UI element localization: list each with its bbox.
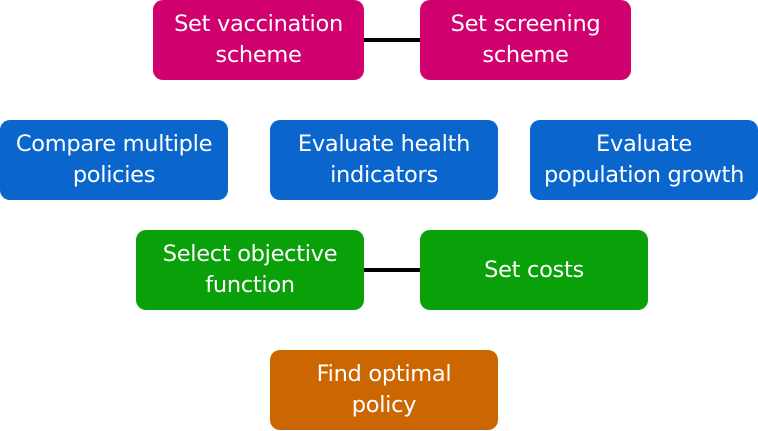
select-objective-function-line-1: Select objective xyxy=(162,241,338,267)
find-optimal-policy-line-1: Find optimal xyxy=(316,361,452,387)
find-optimal-policy-line-2: policy xyxy=(351,392,417,418)
compare-multiple-policies-line-2: policies xyxy=(72,162,156,188)
evaluate-population-growth-line-2: population growth xyxy=(543,162,745,188)
connector-vaccination-screening xyxy=(364,38,420,42)
set-costs-line-1: Set costs xyxy=(484,256,584,283)
compare-multiple-policies-line-1: Compare multiple xyxy=(15,131,213,157)
evaluate-health-indicators-line-1: Evaluate health xyxy=(297,131,471,157)
set-vaccination-scheme-line-2: scheme xyxy=(215,42,302,68)
evaluate-health-indicators-line-2: indicators xyxy=(330,162,438,188)
select-objective-function-line-2: function xyxy=(205,272,295,298)
evaluate-population-growth-line-1: Evaluate xyxy=(596,131,692,157)
set-screening-scheme-line-2: scheme xyxy=(482,42,569,68)
set-screening-scheme-box[interactable]: Set screening scheme xyxy=(420,0,631,80)
evaluate-population-growth-box[interactable]: Evaluate population growth xyxy=(530,120,758,200)
find-optimal-policy-box[interactable]: Find optimal policy xyxy=(270,350,498,430)
set-vaccination-scheme-box[interactable]: Set vaccination scheme xyxy=(153,0,364,80)
select-objective-function-box[interactable]: Select objective function xyxy=(136,230,364,310)
compare-multiple-policies-box[interactable]: Compare multiple policies xyxy=(0,120,228,200)
set-vaccination-scheme-line-1: Set vaccination xyxy=(174,11,343,37)
connector-objective-costs xyxy=(364,268,420,272)
set-costs-box[interactable]: Set costs xyxy=(420,230,648,310)
evaluate-health-indicators-box[interactable]: Evaluate health indicators xyxy=(270,120,498,200)
set-screening-scheme-line-1: Set screening xyxy=(450,11,601,37)
